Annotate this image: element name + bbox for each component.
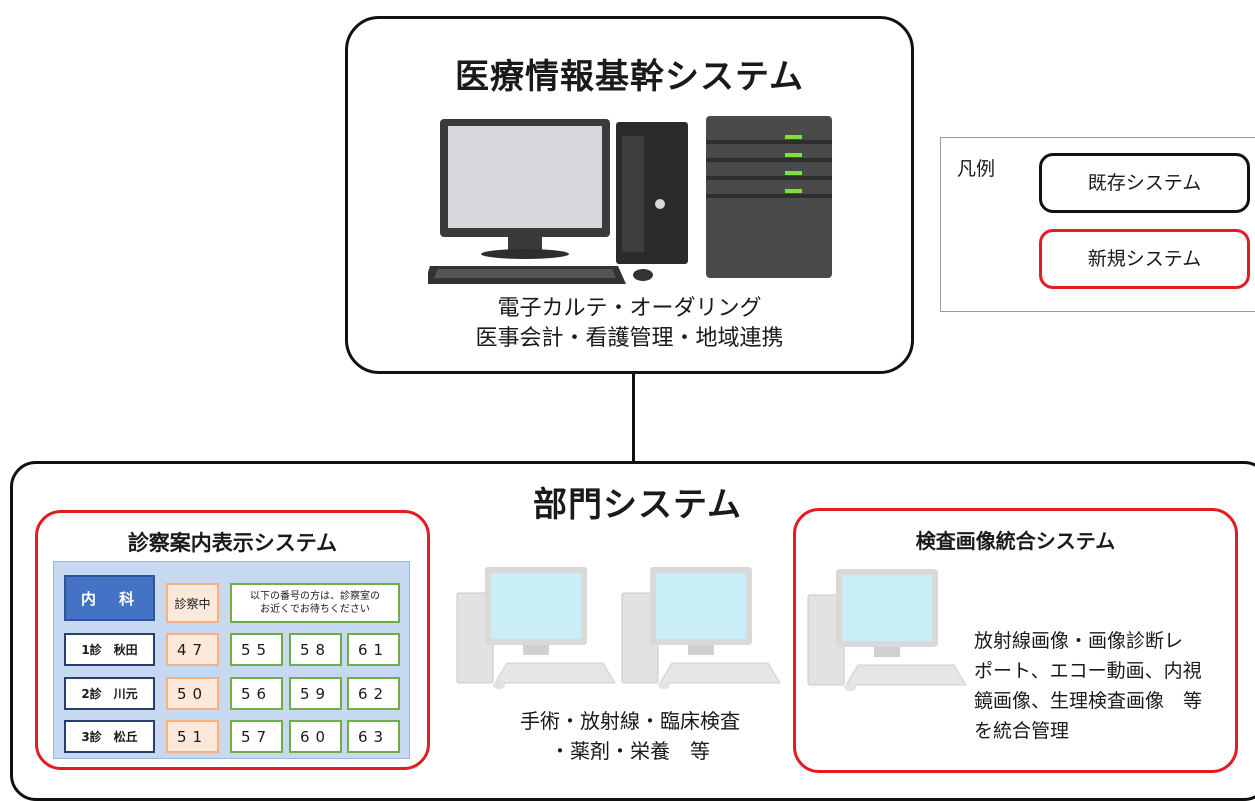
- exam-desc-line2: ポート、エコー動画、内視: [974, 660, 1202, 682]
- legend-new-system: 新規システム: [1039, 229, 1250, 289]
- waiting-number: 57: [230, 720, 283, 753]
- now-serving-number: 47: [166, 633, 219, 666]
- monitor-icon: [440, 119, 610, 259]
- desktop-pc-icon: [621, 567, 781, 689]
- core-system-description: 電子カルテ・オーダリング 医事会計・看護管理・地域連携: [348, 294, 911, 354]
- legend-title: 凡例: [957, 158, 996, 180]
- guide-display-panel: 内 科 診察中 以下の番号の方は、診察室の お近くでお待ちください 1診 秋田 …: [53, 561, 410, 759]
- legend-existing-system: 既存システム: [1039, 153, 1250, 213]
- core-system-box: 医療情報基幹システム: [345, 16, 914, 374]
- exam-desc-line4: を統合管理: [974, 720, 1070, 742]
- department-systems-description: 手術・放射線・臨床検査 ・薬剤・栄養 等: [480, 706, 780, 766]
- core-desc-line1: 電子カルテ・オーダリング: [497, 296, 762, 321]
- consultation-guide-system-box: 診察案内表示システム 内 科 診察中 以下の番号の方は、診察室の お近くでお待ち…: [35, 510, 430, 770]
- waiting-header-line1: 以下の番号の方は、診察室の: [250, 591, 380, 602]
- waiting-number: 55: [230, 633, 283, 666]
- middle-desc-line2: ・薬剤・栄養 等: [550, 739, 710, 763]
- now-serving-header: 診察中: [166, 583, 219, 623]
- exam-desc-line3: 鏡画像、生理検査画像 等: [974, 690, 1203, 712]
- waiting-number: 60: [289, 720, 342, 753]
- workstation-server-illustration: [428, 116, 832, 284]
- desktop-pc-icon: [456, 567, 616, 689]
- waiting-number: 56: [230, 677, 283, 710]
- now-serving-number: 51: [166, 720, 219, 753]
- consultation-guide-title: 診察案内表示システム: [127, 531, 338, 555]
- table-row-doctor: 3診 松丘: [64, 720, 155, 753]
- exam-image-system-description: 放射線画像・画像診断レ ポート、エコー動画、内視 鏡画像、生理検査画像 等 を統…: [974, 626, 1236, 746]
- waiting-number: 62: [347, 677, 400, 710]
- department-systems-title: 部門システム: [533, 485, 742, 525]
- waiting-number: 58: [289, 633, 342, 666]
- desktop-pc-icon: [807, 569, 967, 691]
- desktop-tower-icon: [616, 122, 688, 264]
- department-name-cell: 内 科: [64, 575, 155, 621]
- mouse-icon: [633, 269, 653, 281]
- server-icon: [706, 116, 832, 278]
- keyboard-icon: [428, 266, 626, 284]
- now-serving-number: 50: [166, 677, 219, 710]
- table-row-doctor: 2診 川元: [64, 677, 155, 710]
- exam-image-system-box: 検査画像統合システム 放射線画像・画像診断レ ポート、エコー動画、内視 鏡画像、…: [793, 508, 1238, 773]
- core-desc-line2: 医事会計・看護管理・地域連携: [475, 326, 784, 351]
- waiting-header-line2: お近くでお待ちください: [260, 604, 370, 615]
- waiting-number: 59: [289, 677, 342, 710]
- connector-line: [632, 374, 635, 466]
- waiting-number: 63: [347, 720, 400, 753]
- exam-desc-line1: 放射線画像・画像診断レ: [974, 630, 1184, 652]
- legend-box: 凡例 既存システム 新規システム: [940, 137, 1255, 312]
- table-row-doctor: 1診 秋田: [64, 633, 155, 666]
- core-system-title: 医療情報基幹システム: [455, 57, 804, 97]
- waiting-number: 61: [347, 633, 400, 666]
- exam-image-system-title: 検査画像統合システム: [915, 529, 1116, 553]
- middle-desc-line1: 手術・放射線・臨床検査: [520, 709, 740, 733]
- department-pcs-illustration: [456, 567, 781, 689]
- waiting-header: 以下の番号の方は、診察室の お近くでお待ちください: [230, 583, 400, 623]
